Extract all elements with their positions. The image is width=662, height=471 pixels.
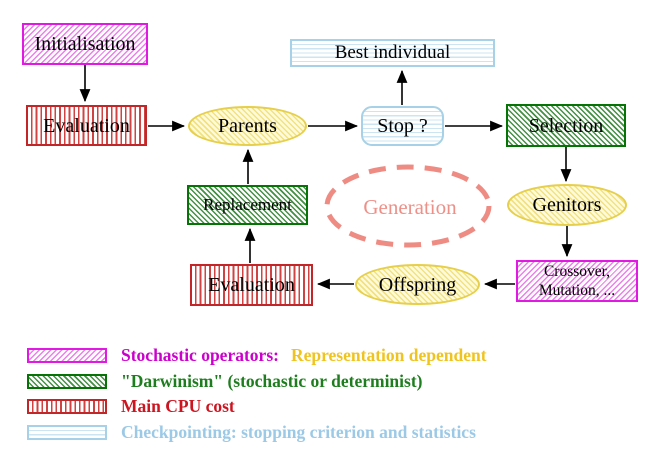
node-best-individual: Best individual bbox=[290, 39, 495, 67]
legend-row-stochastic-operators: Stochastic operators: Representation dep… bbox=[27, 345, 487, 365]
legend-label-checkpointing: Checkpointing: stopping criterion and st… bbox=[121, 421, 476, 442]
node-crossover-mutation: Crossover, Mutation, ... bbox=[516, 260, 638, 302]
node-genitors: Genitors bbox=[507, 184, 627, 226]
generation-label: Generation bbox=[363, 194, 457, 219]
node-replacement: Replacement bbox=[187, 185, 308, 225]
legend-label-darwinism: "Darwinism" (stochastic or determinist) bbox=[121, 370, 423, 391]
node-initialisation: Initialisation bbox=[22, 23, 148, 65]
crossover-line1: Crossover, bbox=[543, 262, 611, 280]
legend-label-representation-dependent: Representation dependent bbox=[290, 344, 487, 365]
legend-row-checkpointing: Checkpointing: stopping criterion and st… bbox=[27, 422, 476, 442]
node-stop: Stop ? bbox=[361, 106, 444, 146]
legend-label-main-cpu-cost: Main CPU cost bbox=[121, 395, 235, 416]
node-evaluation-bottom: Evaluation bbox=[190, 264, 313, 306]
crossover-line2: Mutation, ... bbox=[538, 282, 616, 299]
legend-label-stochastic-operators: Stochastic operators: bbox=[121, 344, 279, 365]
legend-swatch-cyan-stripes bbox=[27, 424, 107, 440]
legend-swatch-red-stripes bbox=[27, 398, 107, 414]
node-offspring: Offspring bbox=[355, 264, 480, 305]
legend-swatch-green-hatch bbox=[27, 373, 107, 389]
legend-row-main-cpu-cost: Main CPU cost bbox=[27, 396, 235, 416]
node-parents: Parents bbox=[188, 106, 307, 146]
node-evaluation-top: Evaluation bbox=[26, 105, 147, 146]
node-selection: Selection bbox=[506, 104, 626, 147]
legend-row-darwinism: "Darwinism" (stochastic or determinist) bbox=[27, 371, 423, 391]
legend-swatch-magenta-hatch bbox=[27, 347, 107, 363]
